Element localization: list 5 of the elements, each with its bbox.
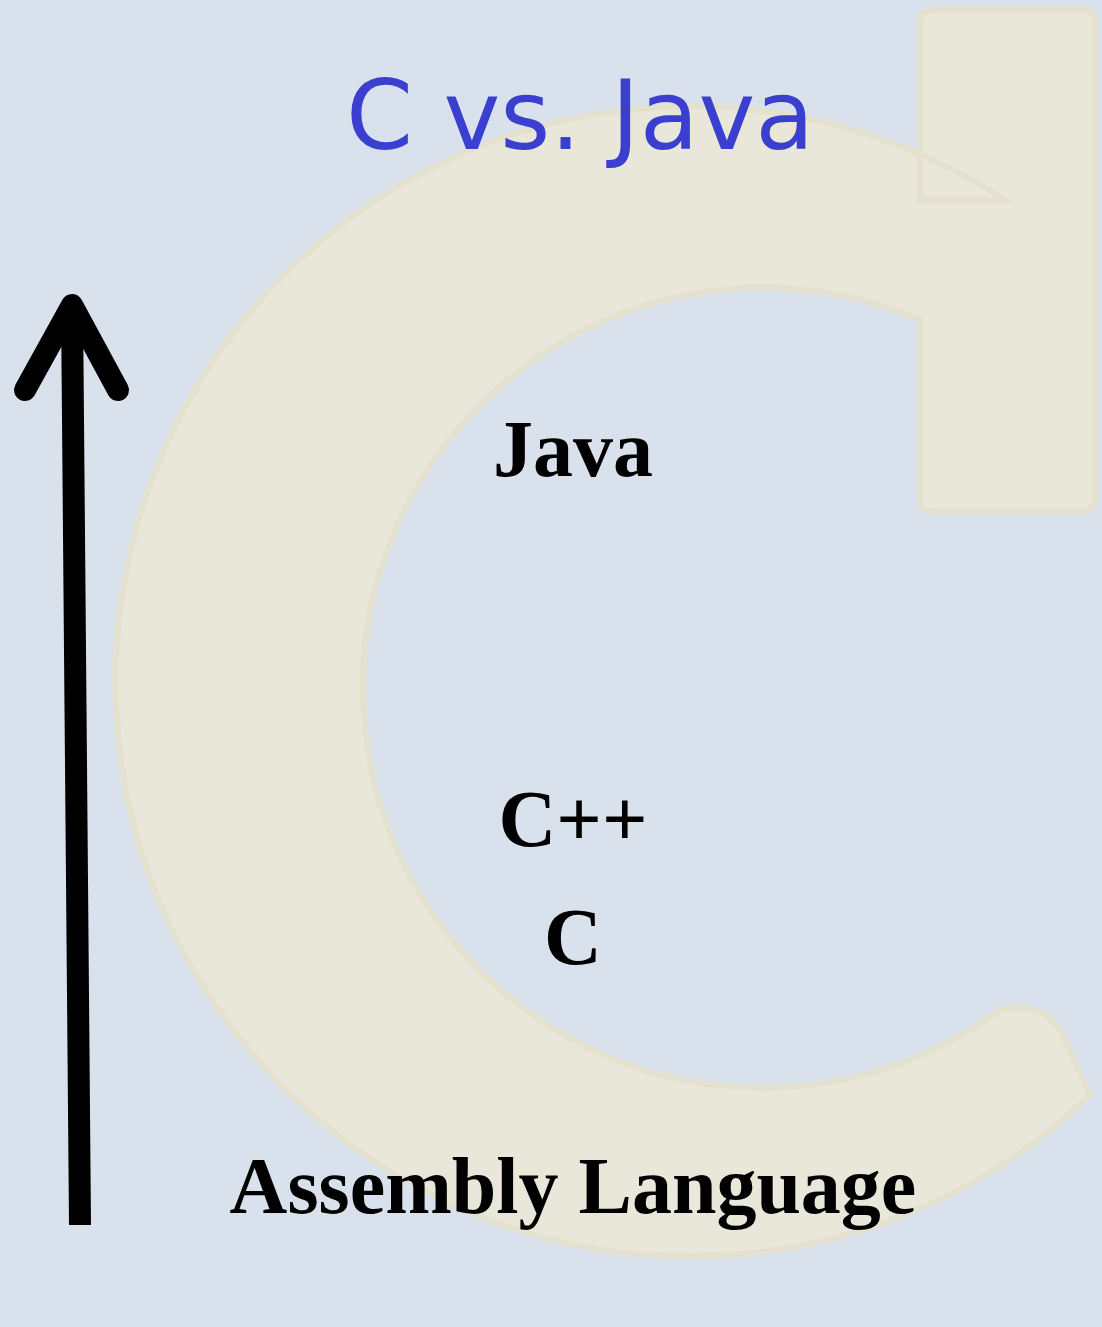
language-label: Java (493, 405, 653, 493)
language-label: C++ (498, 775, 648, 863)
language-label: C (544, 893, 602, 981)
slide-title: C vs. Java (344, 60, 816, 172)
language-label: Assembly Language (229, 1142, 917, 1230)
